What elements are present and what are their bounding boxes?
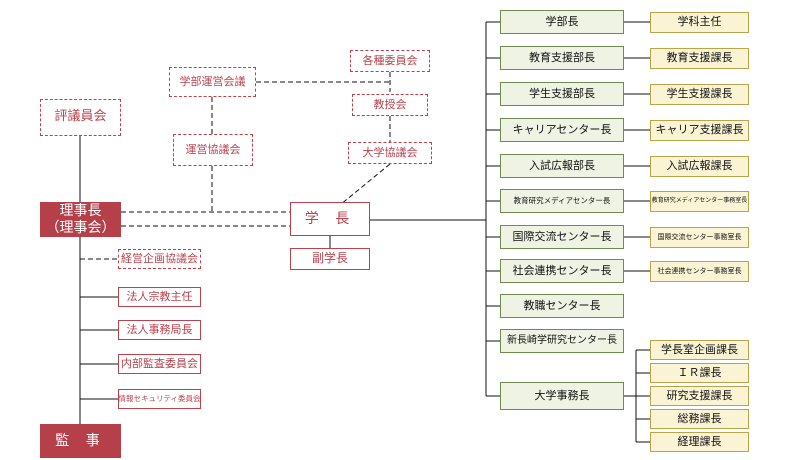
section-box: 社会連携センター事務室長	[650, 261, 749, 282]
auditor-box: 監 事	[40, 424, 121, 458]
department-label: 国際交流センター長	[512, 229, 612, 243]
section-box: 教育支援課長	[650, 48, 749, 69]
department-box: 教育研究メディアセンター長	[500, 189, 624, 213]
department-label: キャリアセンター長	[512, 122, 612, 136]
operations-council-label: 運営協議会	[185, 142, 241, 156]
section-box: 教育研究メディアセンター事務室長	[650, 191, 749, 212]
department-label: 入試広報部長	[529, 158, 595, 172]
committees-label: 各種委員会	[362, 53, 418, 67]
section-label: 入試広報課長	[666, 159, 733, 173]
chairman-box: 理事長 （理事会）	[40, 202, 121, 237]
department-box: 入試広報部長	[500, 154, 624, 178]
department-label: 学部長	[545, 14, 579, 28]
department-box: 学生支援部長	[500, 82, 624, 106]
religion-chief-label: 法人宗教主任	[126, 289, 193, 303]
auditor-label: 監 事	[55, 432, 106, 449]
section-box: 国際交流センター事務室長	[650, 227, 749, 248]
vice-president-box: 副学長	[290, 248, 370, 270]
admin-section-box: ＩＲ課長	[650, 363, 749, 383]
vice-president-label: 副学長	[311, 251, 348, 266]
faculty-council-label: 学部運営会議	[179, 74, 246, 88]
president-label: 学 長	[304, 210, 356, 227]
admin-section-box: 総務課長	[650, 409, 749, 429]
department-box: 国際交流センター長	[500, 225, 624, 249]
department-label: 社会連携センター長	[512, 263, 612, 277]
secretariat-chief-label: 法人事務局長	[126, 322, 193, 336]
section-box: キャリア支援課長	[650, 120, 749, 141]
department-box: 教職センター長	[500, 294, 624, 318]
internal-audit-box: 内部監査委員会	[118, 354, 201, 374]
faculty-meeting-box: 教授会	[352, 94, 428, 116]
management-planning-label: 経営企画協議会	[121, 251, 198, 265]
department-box: 教育支援部長	[500, 46, 624, 70]
department-box: 大学事務長	[500, 382, 624, 410]
council-box: 評議員会	[40, 99, 121, 136]
university-council-box: 大学協議会	[348, 142, 432, 164]
university-council-label: 大学協議会	[362, 145, 418, 159]
internal-audit-label: 内部監査委員会	[121, 356, 198, 370]
department-label: 教育研究メディアセンター長	[513, 195, 611, 205]
admin-section-label: ＩＲ課長	[677, 365, 722, 379]
operations-council-box: 運営協議会	[173, 134, 253, 166]
info-security-label: 情報セキュリティ委員会	[118, 393, 201, 403]
department-box: 社会連携センター長	[500, 259, 624, 283]
section-label: 教育支援課長	[666, 51, 733, 65]
admin-section-label: 学長室企画課長	[661, 342, 738, 356]
department-label: 学生支援部長	[529, 86, 595, 100]
section-box: 入試広報課長	[650, 156, 749, 177]
chairman-label: 理事長 （理事会）	[45, 203, 116, 236]
religion-chief-box: 法人宗教主任	[118, 287, 201, 307]
department-box: キャリアセンター長	[500, 118, 624, 142]
admin-section-box: 研究支援課長	[650, 386, 749, 406]
admin-section-box: 経理課長	[650, 432, 749, 452]
admin-section-label: 経理課長	[677, 434, 722, 448]
department-box: 新長崎学研究センター長	[500, 329, 624, 353]
section-box: 学生支援課長	[650, 84, 749, 105]
council-label: 評議員会	[54, 109, 107, 125]
section-box: 学科主任	[650, 12, 749, 33]
info-security-box: 情報セキュリティ委員会	[118, 389, 201, 409]
section-label: 教育研究メディアセンター事務室長	[651, 197, 748, 205]
management-planning-box: 経営企画協議会	[118, 249, 201, 269]
admin-section-label: 総務課長	[677, 411, 722, 425]
department-label: 教職センター長	[523, 298, 601, 312]
section-label: 学科主任	[677, 15, 722, 29]
faculty-council-box: 学部運営会議	[169, 67, 256, 97]
department-box: 学部長	[500, 10, 624, 34]
department-label: 大学事務長	[534, 388, 590, 402]
admin-section-box: 学長室企画課長	[650, 340, 749, 360]
department-label: 新長崎学研究センター長	[507, 335, 617, 347]
president-box: 学 長	[290, 202, 370, 236]
department-label: 教育支援部長	[529, 50, 595, 64]
section-label: キャリア支援課長	[655, 123, 744, 137]
section-label: 国際交流センター事務室長	[657, 233, 742, 242]
secretariat-chief-box: 法人事務局長	[118, 320, 201, 340]
admin-section-label: 研究支援課長	[666, 388, 733, 402]
committees-box: 各種委員会	[350, 50, 430, 72]
section-label: 社会連携センター事務室長	[657, 267, 742, 276]
section-label: 学生支援課長	[666, 87, 733, 101]
faculty-meeting-label: 教授会	[373, 97, 407, 111]
